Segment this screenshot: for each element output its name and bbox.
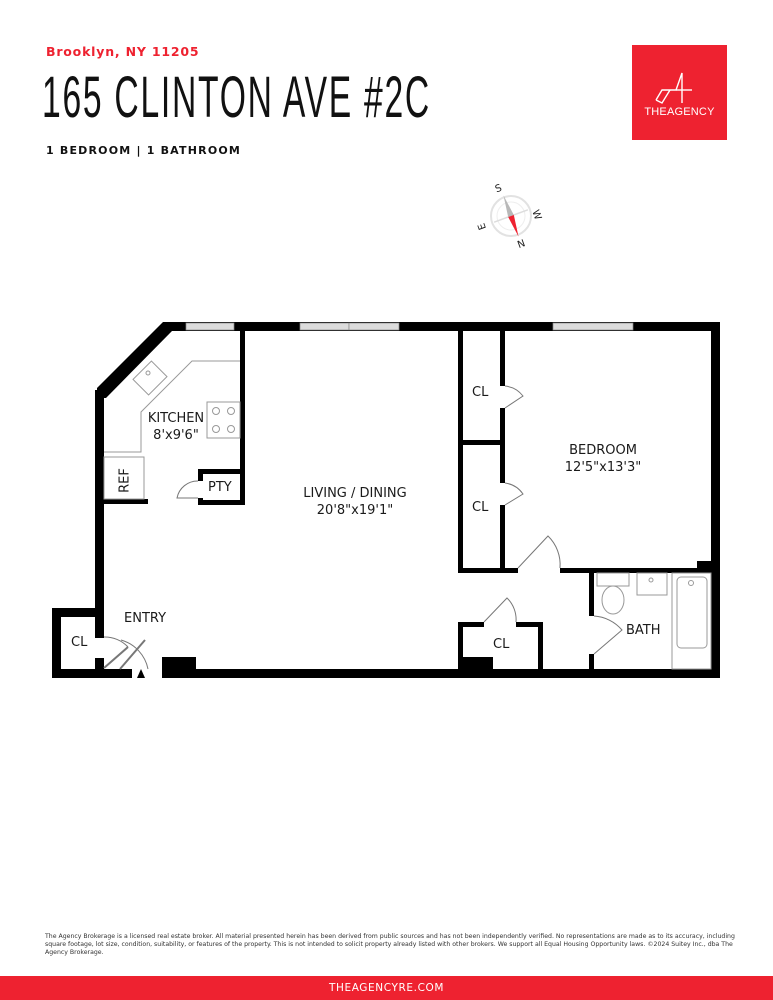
room-bath: BATH	[626, 623, 661, 638]
compass-rose-icon: S W E N	[476, 183, 543, 249]
room-pantry: PTY	[208, 480, 232, 495]
agency-a-mark-icon	[655, 72, 692, 104]
room-name: BEDROOM	[569, 443, 637, 458]
svg-text:W: W	[529, 208, 543, 221]
bed-bath-summary: 1 BEDROOM | 1 BATHROOM	[46, 144, 242, 157]
location-text: Brooklyn, NY 11205	[46, 44, 200, 59]
room-dims: 12'5"x13'3"	[564, 460, 642, 475]
room-closet-bedroom-1: CL	[472, 385, 489, 400]
svg-text:S: S	[494, 183, 504, 196]
svg-text:E: E	[476, 221, 489, 231]
svg-text:N: N	[515, 236, 526, 249]
footer-url-link[interactable]: THEAGENCYRE.COM	[328, 982, 445, 994]
room-kitchen: KITCHEN 8'x9'6"	[140, 410, 212, 444]
property-title: 165 CLINTON AVE #2C	[42, 65, 431, 130]
room-entry: ENTRY	[124, 611, 167, 626]
room-name: LIVING / DINING	[303, 486, 407, 501]
room-ref: REF	[117, 468, 133, 493]
room-closet-bedroom-2: CL	[472, 500, 489, 515]
agency-logo: THEAGENCY	[632, 45, 727, 140]
room-closet-hall: CL	[493, 637, 510, 652]
legal-disclaimer: The Agency Brokerage is a licensed real …	[45, 933, 735, 956]
room-dims: 20'8"x19'1"	[316, 503, 394, 518]
room-bedroom: BEDROOM 12'5"x13'3"	[553, 442, 653, 476]
room-dims: 8'x9'6"	[153, 428, 199, 443]
agency-logo-text: THEAGENCY	[644, 106, 715, 118]
room-living-dining: LIVING / DINING 20'8"x19'1"	[290, 485, 420, 519]
footer-bar: THEAGENCYRE.COM	[0, 976, 773, 1000]
room-closet-entry: CL	[71, 635, 88, 650]
room-name: KITCHEN	[147, 411, 205, 426]
